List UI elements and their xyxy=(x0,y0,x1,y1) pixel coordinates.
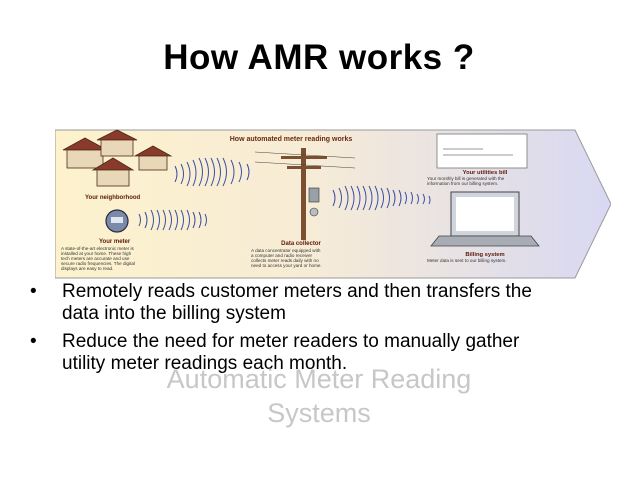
bullet-text-line: data into the billing system xyxy=(62,303,286,324)
bullet-text-line: Remotely reads customer meters and then … xyxy=(62,281,532,302)
svg-text:Your monthly bill is generated: Your monthly bill is generated with the xyxy=(427,176,505,181)
slide-title: How AMR works ? xyxy=(163,38,475,77)
bill-document-icon xyxy=(436,133,528,169)
radio-waves xyxy=(138,157,431,231)
svg-text:information from our billing s: information from our billing system. xyxy=(427,181,498,186)
utility-pole-icon xyxy=(254,148,356,240)
laptop-icon xyxy=(430,191,540,247)
meter-title: Your meter xyxy=(99,239,131,245)
neighborhood-label: Your neighborhood xyxy=(85,195,141,201)
watermark-line: Automatic Meter Reading xyxy=(166,364,472,394)
arrow-band xyxy=(55,129,611,279)
bullet-text-line: Reduce the need for meter readers to man… xyxy=(62,331,520,352)
bill-title: Your utilities bill xyxy=(463,170,508,176)
bill-description: Your monthly bill is generated with the … xyxy=(427,176,505,186)
svg-text:need to access your yard or ho: need to access your yard or home. xyxy=(251,263,322,268)
meter-description: A state-of-the-art electronic meter is i… xyxy=(61,246,135,271)
bullet-item: • Reduce the need for meter readers to m… xyxy=(30,331,620,375)
bullet-list: • Remotely reads customer meters and the… xyxy=(30,281,620,381)
amr-diagram: How automated meter reading works Your n… xyxy=(55,129,611,279)
bullet-marker: • xyxy=(30,281,37,302)
bullet-text-line: utility meter readings each month. xyxy=(62,353,348,374)
collector-description: A data concentrator equipped with a comp… xyxy=(251,248,322,268)
watermark-line: Systems xyxy=(267,398,371,428)
svg-text:A data concentrator equipped w: A data concentrator equipped with xyxy=(251,248,321,253)
bullet-marker: • xyxy=(30,331,37,352)
svg-text:a computer and radio receiver: a computer and radio receiver xyxy=(251,253,312,258)
svg-text:A state-of-the-art electronic: A state-of-the-art electronic meter is xyxy=(61,246,134,251)
diagram-header: How automated meter reading works xyxy=(230,136,353,143)
billing-description: Meter data is sent to our billing system… xyxy=(427,258,507,263)
svg-text:installed at your home. These: installed at your home. These high xyxy=(61,251,132,256)
billing-title: Billing system xyxy=(465,252,504,258)
collector-title: Data collector xyxy=(281,241,321,247)
neighborhood-houses xyxy=(62,129,173,187)
svg-text:collects meter reads daily wit: collects meter reads daily with no xyxy=(251,258,319,263)
svg-text:secure radio frequencies. The: secure radio frequencies. The digital xyxy=(61,261,135,266)
bullet-item: • Remotely reads customer meters and the… xyxy=(30,281,620,325)
svg-text:tech meters are accurate and u: tech meters are accurate and use xyxy=(61,256,130,261)
svg-text:displays are easy to read.: displays are easy to read. xyxy=(61,266,113,271)
